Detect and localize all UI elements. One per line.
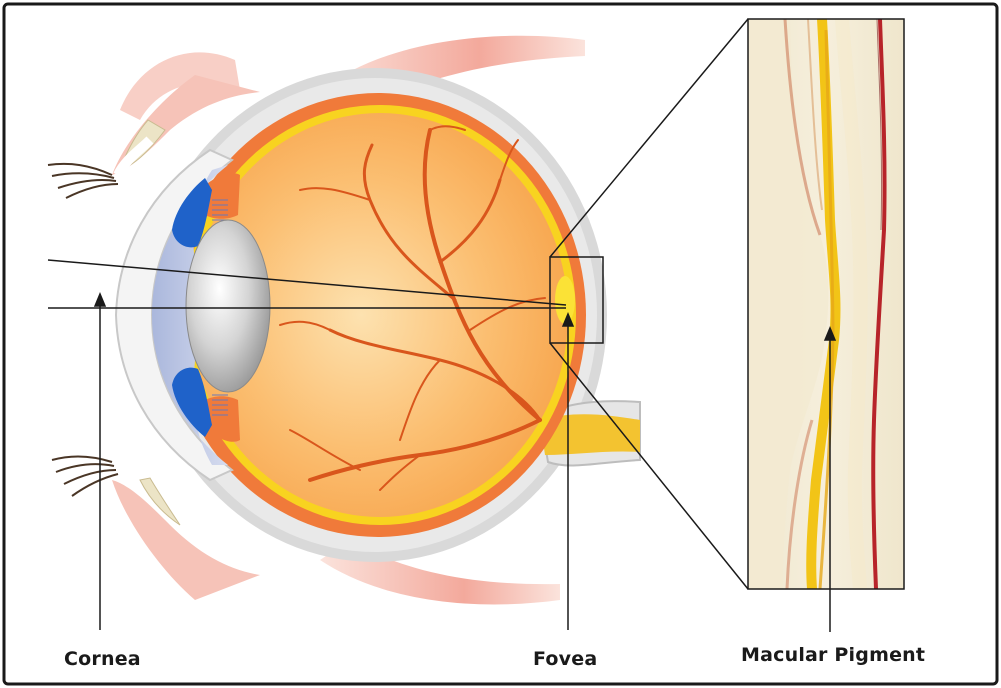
- lens: [186, 220, 270, 392]
- macular-pigment-micrograph: [748, 19, 904, 589]
- fovea-spot: [555, 276, 575, 324]
- label-fovea: Fovea: [533, 648, 597, 670]
- label-cornea: Cornea: [64, 648, 141, 670]
- label-macular-pigment: Macular Pigment: [741, 644, 925, 666]
